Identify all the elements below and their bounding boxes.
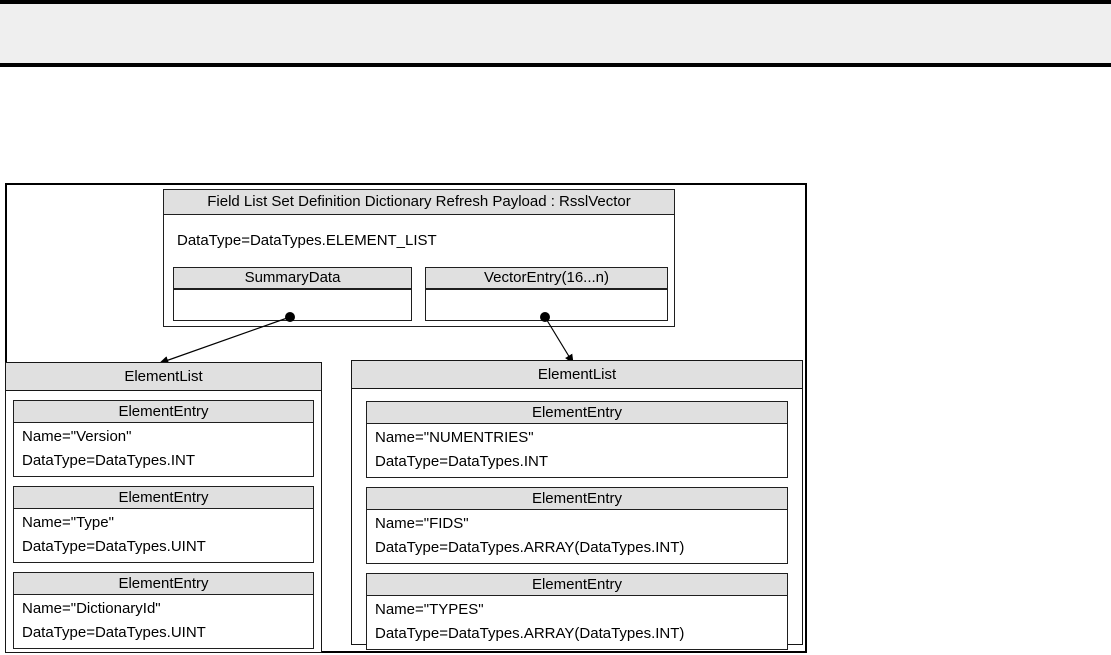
entry-datatype: DataType=DataTypes.ARRAY(DataTypes.INT) — [375, 625, 685, 642]
element-entry: ElementEntry Name="TYPES" DataType=DataT… — [366, 573, 788, 650]
element-entry: ElementEntry Name="DictionaryId" DataTyp… — [13, 572, 314, 649]
element-entry: ElementEntry Name="Type" DataType=DataTy… — [13, 486, 314, 563]
element-list-left-entries: ElementEntry Name="Version" DataType=Dat… — [6, 391, 321, 649]
element-entry: ElementEntry Name="NUMENTRIES" DataType=… — [366, 401, 788, 478]
entry-datatype: DataType=DataTypes.INT — [375, 453, 548, 470]
element-entry-title: ElementEntry — [14, 487, 313, 509]
entry-datatype: DataType=DataTypes.INT — [22, 452, 195, 469]
element-list-right-entries: ElementEntry Name="NUMENTRIES" DataType=… — [352, 389, 802, 650]
summary-data-label: SummaryData — [174, 268, 411, 290]
element-list-left-title: ElementList — [6, 363, 321, 391]
element-entry-title: ElementEntry — [367, 402, 787, 424]
element-entry: ElementEntry Name="FIDS" DataType=DataTy… — [366, 487, 788, 564]
element-list-right: ElementList ElementEntry Name="NUMENTRIE… — [351, 360, 803, 650]
page-header-band — [0, 0, 1111, 67]
payload-box: Field List Set Definition Dictionary Ref… — [163, 189, 675, 327]
payload-title: Field List Set Definition Dictionary Ref… — [164, 190, 674, 215]
entry-datatype: DataType=DataTypes.UINT — [22, 538, 206, 555]
element-entry-title: ElementEntry — [14, 401, 313, 423]
element-entry: ElementEntry Name="Version" DataType=Dat… — [13, 400, 314, 477]
payload-datatype-text: DataType=DataTypes.ELEMENT_LIST — [177, 232, 437, 249]
diagram-canvas: Field List Set Definition Dictionary Ref… — [5, 183, 807, 653]
entry-name: Name="Version" — [22, 428, 132, 445]
element-list-left: ElementList ElementEntry Name="Version" … — [5, 362, 322, 653]
element-entry-title: ElementEntry — [367, 574, 787, 596]
entry-datatype: DataType=DataTypes.UINT — [22, 624, 206, 641]
entry-name: Name="Type" — [22, 514, 114, 531]
element-entry-title: ElementEntry — [367, 488, 787, 510]
entry-name: Name="NUMENTRIES" — [375, 429, 534, 446]
summary-data-body — [174, 290, 411, 320]
summary-data-box: SummaryData — [173, 267, 412, 321]
vector-entry-label: VectorEntry(16...n) — [426, 268, 667, 290]
entry-name: Name="TYPES" — [375, 601, 484, 618]
vector-entry-body — [426, 290, 667, 320]
entry-datatype: DataType=DataTypes.ARRAY(DataTypes.INT) — [375, 539, 685, 556]
vector-entry-box: VectorEntry(16...n) — [425, 267, 668, 321]
element-list-right-title: ElementList — [352, 361, 802, 389]
entry-name: Name="FIDS" — [375, 515, 469, 532]
entry-name: Name="DictionaryId" — [22, 600, 161, 617]
element-entry-title: ElementEntry — [14, 573, 313, 595]
